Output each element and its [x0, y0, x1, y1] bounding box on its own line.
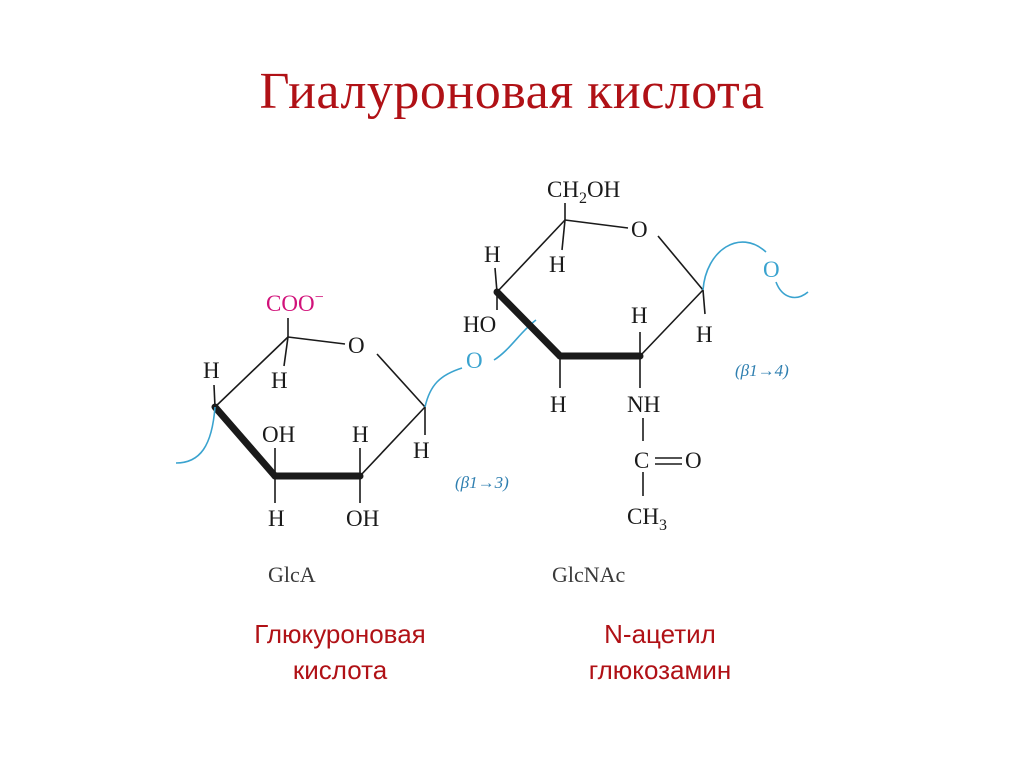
glca-h-c1: H: [413, 438, 430, 463]
glca-oh-c2-down: OH: [346, 506, 379, 531]
glcnac-carbonyl-carbon: C: [634, 448, 649, 473]
glcnac-caption-line1: N-ацетил: [604, 619, 716, 649]
outgoing-link-upper: [702, 241, 767, 291]
glca-bond-c1-c2: [359, 406, 426, 477]
glcnac-bond-c4-h: [494, 267, 498, 293]
glca-h-c3-down: H: [268, 506, 285, 531]
glcnac-bond-c1-h: [702, 289, 706, 315]
beta-1-4-label: (β1→4): [735, 361, 789, 380]
glca-caption: Глюкуроновая кислота: [210, 616, 470, 688]
glca-incoming-chain: [175, 406, 216, 464]
outgoing-link-lower: [775, 281, 809, 299]
glca-h-c2-up: H: [352, 422, 369, 447]
glcnac-name: GlcNAc: [552, 562, 626, 587]
glca-bond-c5-o: [287, 336, 346, 345]
glca-h-c4-outer: H: [203, 358, 220, 383]
glcnac-h-c1: H: [696, 322, 713, 347]
beta-1-3-label: (β1→3): [455, 473, 509, 492]
terminal-oxygen: O: [763, 257, 780, 282]
glcnac-bond-c5-o: [564, 219, 629, 229]
glca-oh-c3: OH: [262, 422, 295, 447]
glcnac-bond-c5-h: [561, 219, 566, 251]
glycosidic-link-left: [424, 367, 463, 408]
glca-ring-oxygen: O: [348, 333, 365, 358]
glcnac-bond-c1-c2: [639, 289, 704, 357]
glcnac-h-c4-outer: H: [484, 242, 501, 267]
glca-bond-c5-h: [283, 336, 289, 367]
glcnac-carbonyl-oxygen: O: [685, 448, 702, 473]
glca-bond-c4-h: [213, 384, 216, 408]
glcnac-ch2oh-label: CH2OH: [547, 177, 620, 207]
glca-bond-c4-c5: [214, 336, 289, 408]
glcnac-bond-o-c1: [657, 235, 704, 291]
glcnac-ch3-label: CH3: [627, 504, 667, 534]
glcnac-ring-oxygen: O: [631, 217, 648, 242]
bridging-oxygen: O: [466, 348, 483, 373]
glca-caption-line2: кислота: [292, 655, 388, 685]
glcnac-h-c5: H: [549, 252, 566, 277]
glca-caption-line1: Глюкуроновая: [254, 619, 426, 649]
glca-carboxyl-label: COO−: [266, 289, 324, 316]
glca-name: GlcA: [268, 562, 316, 587]
glcnac-ho-c4: HO: [463, 312, 496, 337]
glcnac-ring: [493, 203, 706, 496]
glcnac-nh-label: NH: [627, 392, 660, 417]
glcnac-h-c2-up: H: [631, 303, 648, 328]
glcnac-caption-line2: глюкозамин: [588, 655, 732, 685]
glcnac-h-c3-down: H: [550, 392, 567, 417]
glcnac-caption: N-ацетил глюкозамин: [540, 616, 780, 688]
slide-title: Гиалуроновая кислота: [259, 63, 765, 120]
glca-ring: [211, 318, 426, 503]
glca-bond-c3-c4: [211, 403, 279, 480]
glcnac-bond-c4-c5: [496, 219, 566, 293]
glca-h-c5: H: [271, 368, 288, 393]
glcnac-bond-c3-c4: [493, 288, 564, 360]
glca-bond-o-c1: [376, 353, 426, 408]
